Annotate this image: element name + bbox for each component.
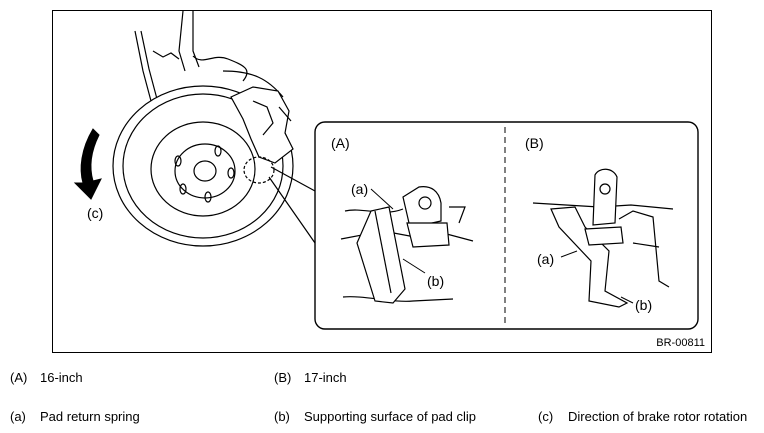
leader-a-B	[560, 250, 578, 258]
pad-spring-17-inch	[532, 168, 674, 308]
legend-rotation-direction: (c) Direction of brake rotor rotation	[538, 409, 747, 425]
callout-a-inset-b: (a)	[537, 251, 555, 267]
legend-key: (B)	[274, 370, 292, 385]
strut-assembly	[134, 11, 284, 102]
leader-b-A	[402, 258, 426, 274]
legend-key: (a)	[10, 409, 26, 424]
legend-text: Supporting surface of pad clip	[304, 409, 476, 424]
legend-text: 16-inch	[40, 370, 83, 385]
inset-b-label: (B)	[525, 135, 544, 151]
brake-illustration	[73, 11, 699, 330]
callout-b-inset-b: (b)	[635, 297, 653, 313]
legend-key: (b)	[274, 409, 290, 424]
legend-key: (A)	[10, 370, 28, 385]
callout-b-inset-a: (b)	[427, 273, 445, 289]
leader-a-A	[370, 188, 394, 210]
callout-c: (c)	[87, 205, 104, 221]
legend-text: Direction of brake rotor rotation	[568, 409, 748, 424]
pad-spring-16-inch	[340, 186, 474, 304]
figure-code: BR-00811	[656, 337, 705, 349]
legend-text: Pad return spring	[40, 409, 140, 424]
detail-circle	[243, 156, 275, 184]
legend-key: (c)	[538, 409, 554, 424]
detail-leader	[268, 166, 316, 244]
legend-pad-return-spring: (a) Pad return spring	[10, 409, 140, 425]
callout-a-inset-a: (a)	[351, 181, 369, 197]
inset-a-label: (A)	[331, 135, 350, 151]
leader-b-B	[620, 296, 634, 304]
rotation-arrow	[73, 128, 102, 200]
legend-inset-b: (B) 17-inch	[274, 370, 347, 386]
brake-figure: (A) (B) (c) (a) (b) (a) (b) BR-00811	[52, 10, 712, 353]
brake-caliper	[230, 86, 294, 164]
legend-pad-clip: (b) Supporting surface of pad clip	[274, 409, 476, 425]
legend-text: 17-inch	[304, 370, 347, 385]
legend-inset-a: (A) 16-inch	[10, 370, 83, 386]
